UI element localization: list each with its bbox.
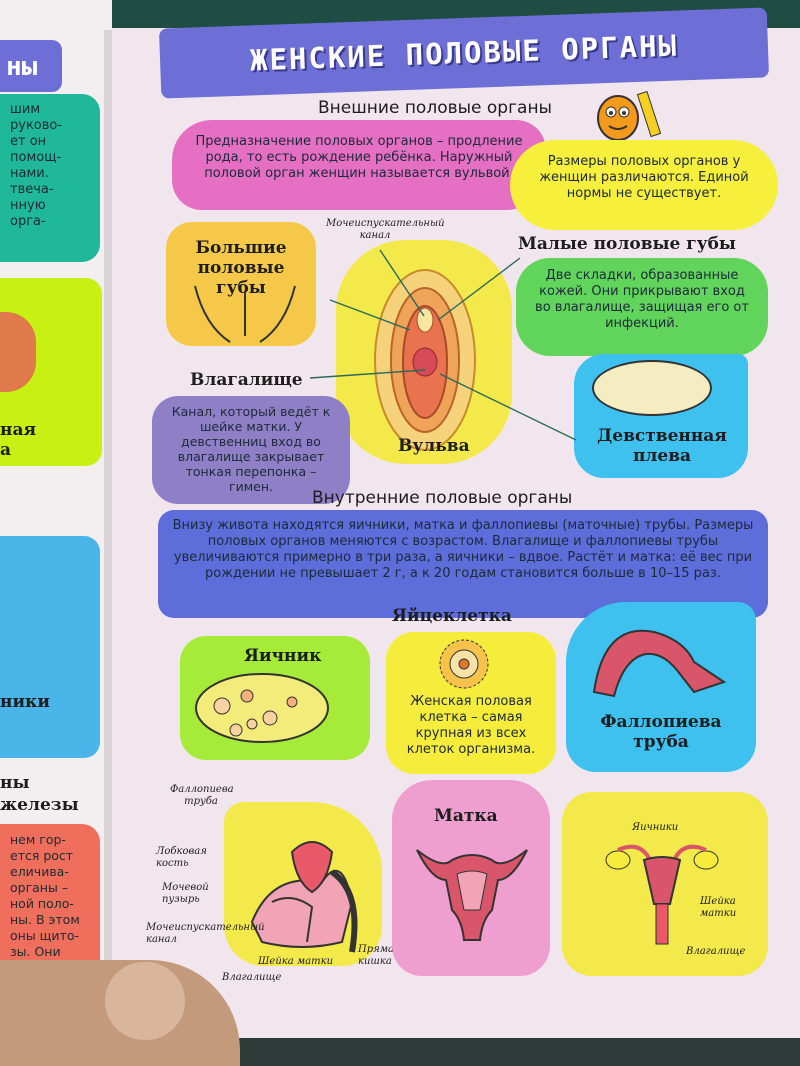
vulva-label: Вульва [398, 436, 470, 456]
sizes-bubble: Размеры половых органов у женщин различа… [510, 140, 778, 230]
side-view-illustration [250, 841, 358, 953]
side-fallopian-label: Фаллопиева труба [170, 784, 234, 807]
left-text-teal: шим руково- ет он помощ- нами. твеча- нн… [0, 94, 100, 262]
left-tab-label: ны [6, 52, 38, 82]
thumb [105, 962, 185, 1040]
external-heading: Внешние половые органы [318, 98, 552, 118]
hymen-label: Девственная плева [597, 426, 727, 466]
side-bladder-label: Мочевой пузырь [162, 882, 209, 905]
side-vagina-label: Влагалище [222, 972, 282, 983]
labia-minor-bubble: Две складки, образованные кожей. Они при… [516, 258, 768, 356]
left-lime-label: ная а [0, 420, 37, 460]
egg-title: Яйцеклетка [392, 606, 512, 626]
left-organ-illustration [0, 312, 36, 392]
tube-illustration [592, 629, 727, 698]
vulva-illustration [374, 269, 476, 451]
labia-major-card [166, 222, 316, 346]
ovary-illustration [195, 673, 329, 743]
labia-major-label: Большие половые губы [195, 238, 287, 298]
egg-text: Женская половая клетка – самая крупная и… [406, 694, 536, 757]
side-urethra-label: Мочеиспускательный канал [146, 922, 265, 945]
uterus-label: Матка [434, 806, 498, 826]
uterus-illustration [416, 849, 528, 941]
vagina-title: Влагалище [190, 370, 303, 390]
front-cervix-label: Шейка матки [700, 896, 737, 919]
front-ovaries-label: Яичники [632, 822, 679, 833]
front-vagina-label: Влагалище [686, 946, 746, 957]
hymen-illustration [592, 360, 712, 416]
front-view-illustration [605, 844, 719, 945]
internal-text-box: Внизу живота находятся яичники, матка и … [158, 510, 768, 618]
urethra-label: Мочеиспускательный канал [326, 218, 445, 241]
ovary-label: Яичник [244, 646, 322, 666]
side-cervix-label: Шейка матки [258, 956, 334, 967]
labia-major-illustration [194, 285, 296, 343]
left-blue-label: ники [0, 692, 50, 712]
left-blue-card [0, 536, 100, 758]
labia-minor-title: Малые половые губы [518, 234, 736, 254]
vagina-bubble: Канал, который ведёт к шейке матки. У де… [152, 396, 350, 504]
tube-label: Фаллопиева труба [600, 712, 722, 752]
left-tab [0, 40, 62, 92]
egg-icon [439, 639, 489, 689]
internal-heading: Внутренние половые органы [312, 488, 573, 508]
left-section-label: ны железы [0, 773, 79, 815]
side-rectum-label: Прямая кишка [358, 944, 401, 967]
purpose-bubble: Предназначение половых органов – продлен… [172, 120, 546, 210]
side-pubic-label: Лобковая кость [156, 846, 207, 869]
